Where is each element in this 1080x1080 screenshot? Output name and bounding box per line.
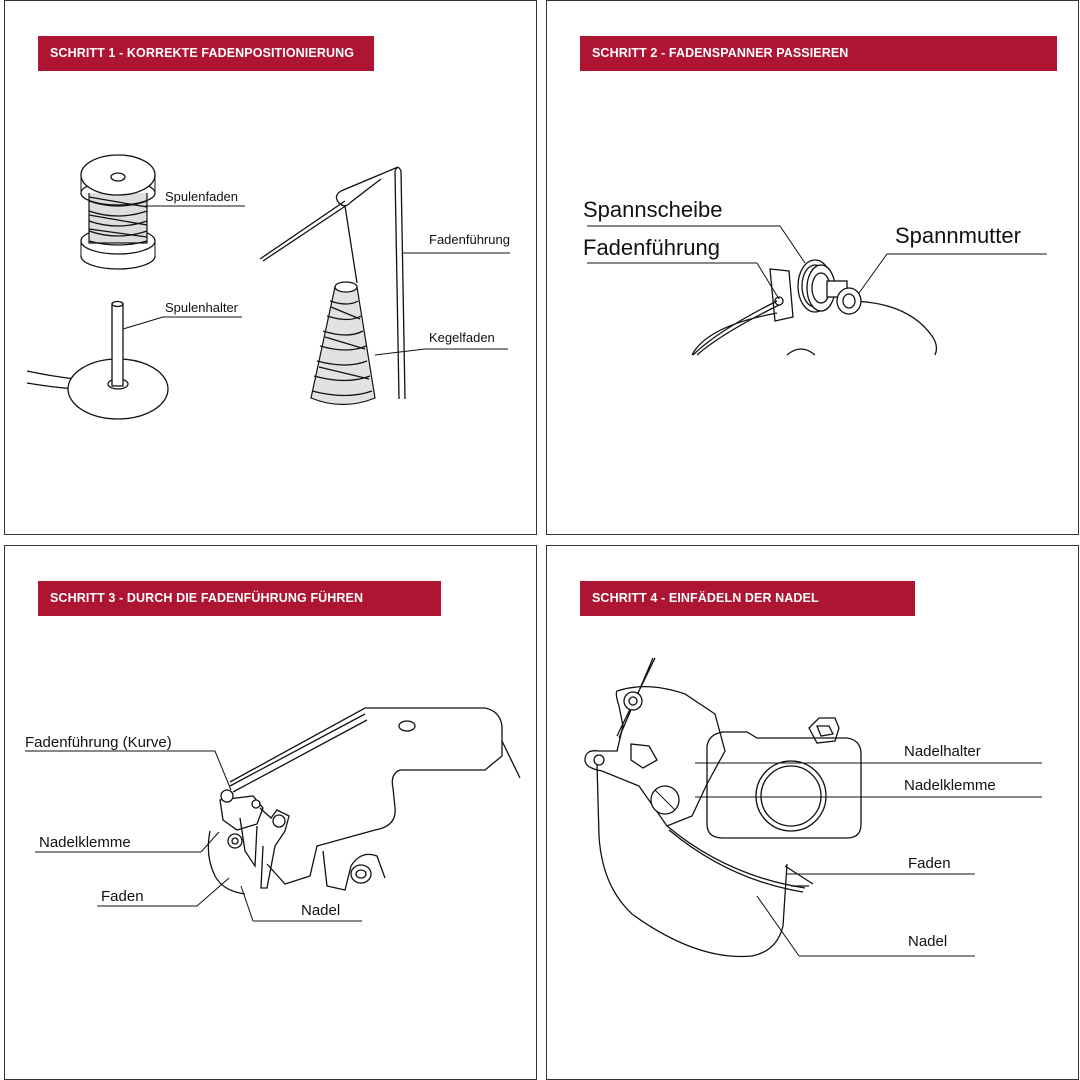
label-nadelhalter: Nadelhalter — [904, 743, 981, 760]
step-2-panel: SCHRITT 2 - FADENSPANNER PASSIEREN Spann… — [546, 0, 1079, 535]
label-spannmutter: Spannmutter — [895, 223, 1021, 248]
label-nadel-3: Nadel — [301, 902, 340, 919]
step-2-diagram: Spannscheibe Fadenführung Spannmutter — [583, 197, 1047, 356]
label-faden-4: Faden — [908, 855, 951, 872]
step-1-panel: SCHRITT 1 - KORREKTE FADENPOSITIONIERUNG — [4, 0, 537, 535]
label-spulenfaden: Spulenfaden — [165, 189, 238, 204]
label-nadelklemme-3: Nadelklemme — [39, 834, 131, 851]
label-fadenfuehrung-2: Fadenführung — [583, 235, 720, 260]
thread-spool-drawing — [80, 154, 156, 270]
step-4-title: SCHRITT 4 - EINFÄDELN DER NADEL — [580, 581, 915, 616]
label-nadel-4: Nadel — [908, 933, 947, 950]
label-fadenfuehrung-kurve: Fadenführung (Kurve) — [25, 734, 172, 751]
step-4-diagram: Nadelhalter Nadelklemme Faden Nadel — [584, 657, 1042, 958]
label-nadelklemme-4: Nadelklemme — [904, 777, 996, 794]
tension-assembly-drawing — [691, 259, 938, 356]
label-kegelfaden: Kegelfaden — [429, 330, 495, 345]
step-3-panel: SCHRITT 3 - DURCH DIE FADENFÜHRUNG FÜHRE… — [4, 545, 537, 1080]
step-3-diagram: Fadenführung (Kurve) Nadelklemme Faden N… — [25, 707, 521, 922]
label-faden-3: Faden — [101, 888, 144, 905]
needle-clamp-drawing — [584, 657, 862, 958]
label-spulenhalter: Spulenhalter — [165, 300, 239, 315]
label-fadenfuehrung: Fadenführung — [429, 232, 510, 247]
step-3-title: SCHRITT 3 - DURCH DIE FADENFÜHRUNG FÜHRE… — [38, 581, 441, 616]
machine-head-drawing — [207, 707, 521, 895]
label-spannscheibe: Spannscheibe — [583, 197, 722, 222]
step-4-panel: SCHRITT 4 - EINFÄDELN DER NADEL Nadelhal… — [546, 545, 1079, 1080]
cone-thread-drawing — [259, 166, 406, 406]
step-1-title: SCHRITT 1 - KORREKTE FADENPOSITIONIERUNG — [38, 36, 374, 71]
spool-holder-drawing — [26, 300, 169, 420]
step-1-diagram: Spulenfaden Spulenhalter Fadenführung Ke… — [26, 154, 510, 420]
step-2-title: SCHRITT 2 - FADENSPANNER PASSIEREN — [580, 36, 1057, 71]
